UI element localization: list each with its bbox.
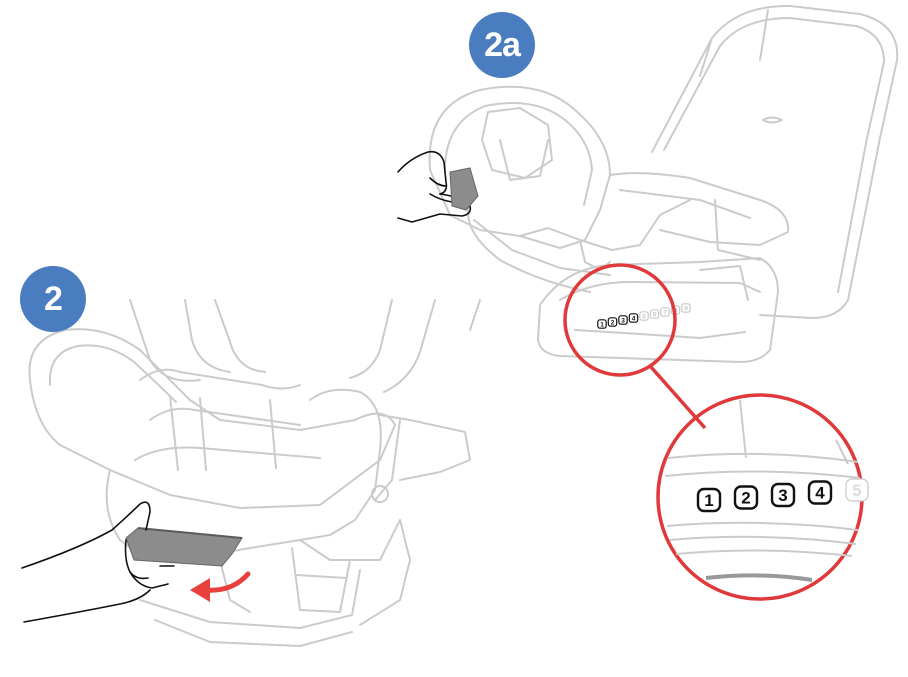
recline-position-label: 4 xyxy=(632,315,636,322)
recline-position-label: 6 xyxy=(653,311,657,318)
recline-position-label: 2 xyxy=(611,319,615,326)
curved-arrow-icon xyxy=(190,574,248,602)
recline-position-label: 5 xyxy=(642,313,646,320)
step-badge-2a: 2a xyxy=(469,12,535,78)
step-badge-2: 2 xyxy=(20,266,86,332)
recline-position-label: 3 xyxy=(621,317,625,324)
recline-indicator-zoom: 1 2 3 4 5 xyxy=(698,479,868,511)
recline-position-label: 3 xyxy=(778,486,787,505)
recline-position-label: 9 xyxy=(684,305,688,312)
seat-front-view xyxy=(29,300,480,646)
recline-position-label: 4 xyxy=(815,484,825,503)
zoom-callout xyxy=(565,265,862,599)
recline-position-label: 7 xyxy=(663,309,667,316)
recline-handle xyxy=(126,528,242,566)
recline-position-label: 2 xyxy=(741,489,750,508)
recline-position-label: 5 xyxy=(852,481,861,500)
recline-position-label: 1 xyxy=(704,491,713,510)
recline-position-label: 1 xyxy=(600,321,604,328)
front-handle-2a xyxy=(450,168,478,210)
